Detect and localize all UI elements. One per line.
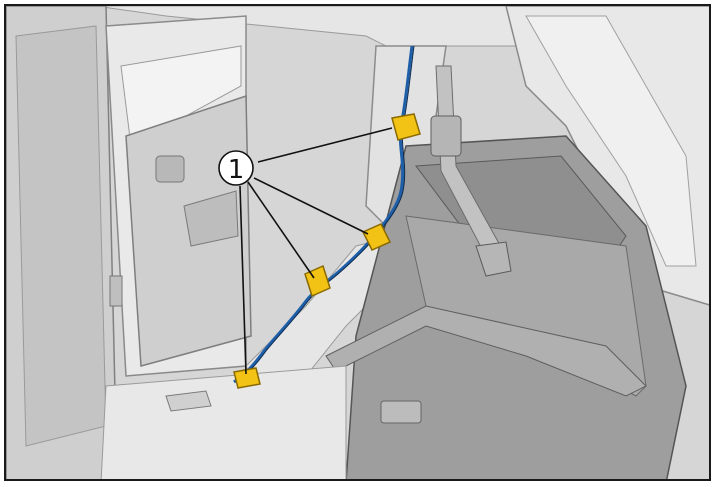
- door-window: [120, 45, 242, 147]
- fastening-clip-1: [391, 113, 421, 141]
- floor: [100, 365, 347, 479]
- seat-belt-lower: [325, 305, 647, 397]
- callout-circle: [218, 150, 254, 186]
- rear-window: [525, 15, 697, 267]
- seat-latch-icon: [380, 400, 422, 424]
- callout-label: 1: [228, 155, 245, 185]
- fastening-clip-2: [361, 223, 392, 251]
- vehicle-interior-illustration: 1: [6, 6, 709, 479]
- door-striker: [109, 275, 123, 307]
- illustration-frame: 1: [4, 4, 711, 481]
- belt-guide-icon: [475, 241, 512, 277]
- fastening-clip-4: [233, 367, 261, 389]
- door-handle-icon: [155, 155, 185, 183]
- floor-anchor: [165, 390, 212, 412]
- door-armrest: [183, 190, 239, 247]
- callout-leaders: [239, 127, 393, 375]
- front-seat-cushion: [15, 25, 107, 447]
- seat-belt-buckle-icon: [430, 115, 462, 157]
